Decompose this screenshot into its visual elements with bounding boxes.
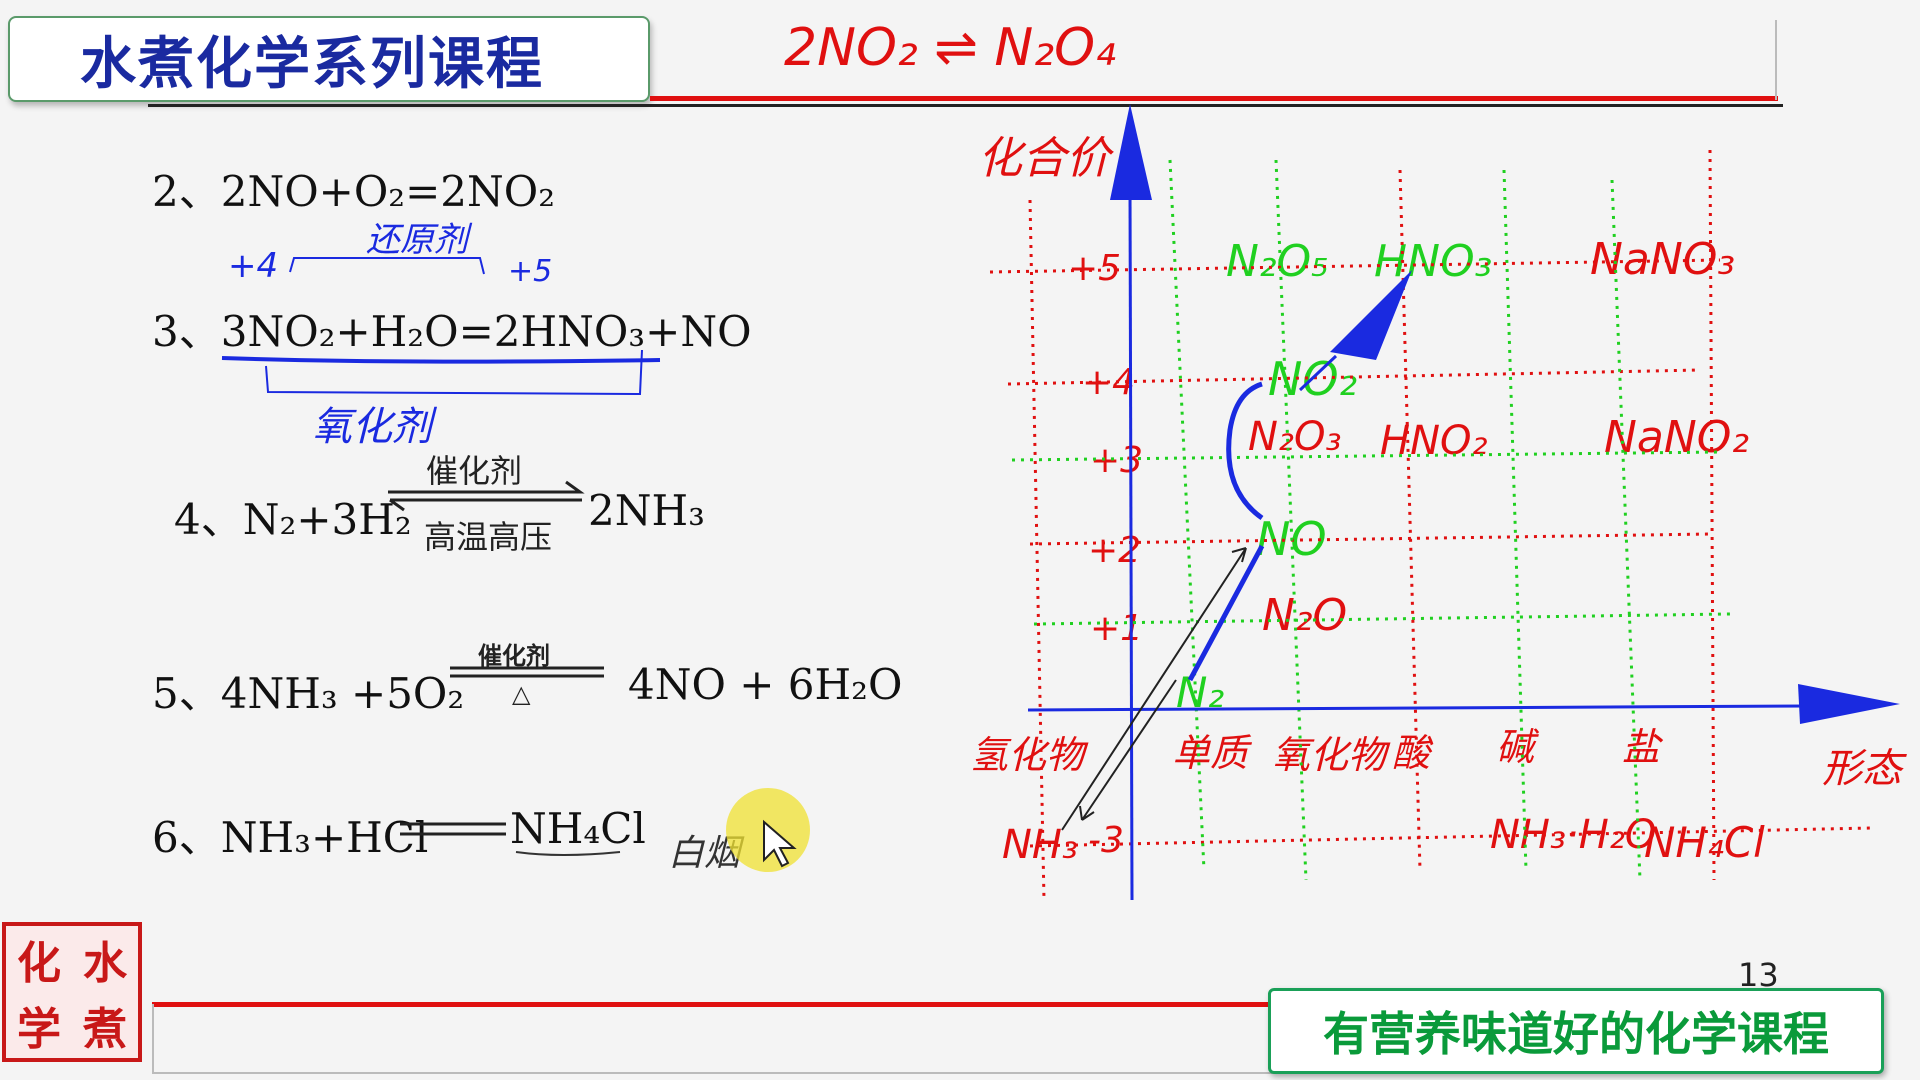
seal-logo: 化 水 学 煮 (2, 922, 142, 1062)
species-HNO2: HNO₂ (1380, 418, 1488, 464)
equation-6: 6、NH₃+HCl (152, 804, 428, 865)
x-cat-hydride: 氢化物 (970, 733, 1085, 777)
y-level-plus5: +5 (1068, 248, 1122, 289)
annotation-reducer: 还原剂 (366, 220, 468, 260)
y-level-plus3: +3 (1090, 440, 1144, 481)
arrow-NO2-to-HNO3-head (1330, 270, 1412, 360)
eq4-forward-arrow (388, 480, 585, 494)
equation-5: 5、4NH₃ +5O₂ (152, 660, 464, 721)
eq6-underline (515, 851, 621, 856)
equation-2-num: 2、 (152, 167, 221, 216)
header-red-rule (650, 96, 1778, 101)
seal-char-1: 化 (17, 938, 61, 989)
equation-4-left: N₂+3H₂ (242, 495, 412, 544)
eq3-underline (221, 356, 661, 364)
arrow-NO2-to-HNO3 (1298, 354, 1338, 392)
x-axis-label: 形态 (1822, 746, 1902, 792)
species-NH4Cl: NH₄Cl (1644, 818, 1765, 867)
course-title-box: 水煮化学系列课程 (8, 16, 650, 102)
x-cat-element: 单质 (1172, 731, 1249, 775)
equation-4-catalyst: 催化剂 (426, 452, 523, 490)
header-vertical-rule (1775, 20, 1777, 100)
footer-red-rule (152, 1002, 1272, 1007)
annotation-plus4: +4 (228, 246, 279, 286)
eq4-reverse-arrow (389, 498, 582, 512)
equation-5-heat: △ (512, 680, 531, 708)
x-cat-acid: 酸 (1392, 731, 1431, 775)
equation-6-left: NH₃+HCl (220, 813, 429, 862)
equation-4: 4、N₂+3H₂ (174, 486, 412, 547)
mouse-cursor-icon (763, 819, 797, 868)
species-HNO3: HNO₃ (1374, 236, 1493, 287)
x-cat-base: 碱 (1496, 725, 1535, 769)
y-axis-label: 化合价 (978, 133, 1110, 184)
species-N2O5: N₂O₅ (1226, 236, 1329, 287)
equation-4-num: 4、 (174, 495, 243, 544)
equation-3-text: 3NO₂+H₂O=2HNO₃+NO (220, 307, 752, 356)
vertical-grid (1028, 149, 1716, 901)
y-axis-arrowhead (1110, 104, 1152, 200)
slogan-text: 有营养味道好的化学课程 (1323, 1007, 1829, 1061)
eq2-reducer-bracket (289, 257, 485, 275)
header-black-rule (148, 104, 1783, 107)
seal-char-2: 水 (83, 938, 127, 989)
species-NaNO2: NaNO₂ (1604, 412, 1750, 463)
seal-char-4: 煮 (83, 1004, 127, 1055)
seal-char-3: 学 (17, 1004, 61, 1055)
x-cat-oxide: 氧化物 (1272, 733, 1387, 777)
equation-5-num: 5、 (152, 669, 221, 718)
species-N2O: N₂O (1262, 590, 1348, 641)
equation-6-num: 6、 (152, 813, 221, 862)
equation-3: 3、3NO₂+H₂O=2HNO₃+NO (152, 298, 752, 359)
arrow-NO-to-NO2 (1226, 381, 1264, 521)
arrow-N2-to-NO (1187, 544, 1265, 682)
species-N2O3: N₂O₃ (1248, 414, 1342, 460)
top-equation: 2NO₂ ⇌ N₂O₄ (784, 18, 1116, 78)
y-level-minus3: -3 (1088, 820, 1124, 861)
annotation-plus5: +5 (508, 254, 553, 289)
course-title: 水煮化学系列课程 (80, 31, 544, 97)
equation-4-condition: 高温高压 (424, 518, 553, 556)
annotation-oxidizer: 氧化剂 (312, 404, 432, 450)
equation-2-text: 2NO+O₂=2NO₂ (220, 167, 556, 216)
x-axis (1027, 704, 1807, 712)
slogan-box: 有营养味道好的化学课程 (1268, 988, 1884, 1074)
page-number: 13 (1738, 956, 1779, 994)
x-axis-arrowhead (1798, 684, 1900, 724)
footer-vertical-rule (152, 1004, 154, 1074)
equation-6-right: NH₄Cl (510, 804, 646, 853)
arrow-NH3-to-NO (1061, 547, 1247, 831)
y-level-plus1: +1 (1090, 608, 1144, 649)
eq3-oxidizer-bracket (265, 349, 643, 396)
equation-3-num: 3、 (152, 307, 221, 356)
y-axis (1128, 189, 1134, 901)
equation-4-right: 2NH₃ (588, 486, 705, 535)
equation-5-left: 4NH₃ +5O₂ (220, 669, 465, 718)
equation-2: 2、2NO+O₂=2NO₂ (152, 158, 555, 219)
arrow-N2-to-NH3 (1079, 679, 1177, 821)
equation-5-right: 4NO + 6H₂O (628, 660, 903, 709)
footer-gray-rule (152, 1072, 1872, 1074)
equation-5-catalyst: 催化剂 (478, 642, 550, 670)
x-cat-salt: 盐 (1622, 725, 1661, 769)
